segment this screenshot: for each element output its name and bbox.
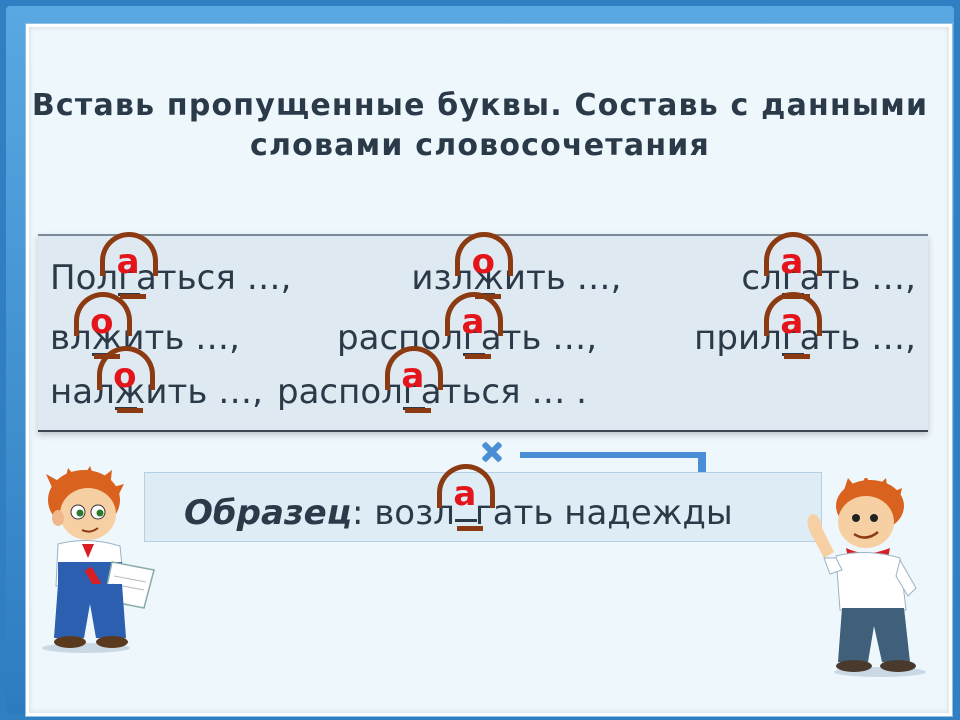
arc-mark <box>96 346 155 390</box>
inserted-vowel: о <box>113 356 137 396</box>
dash-mark <box>404 408 431 413</box>
inserted-vowel: о <box>90 302 114 342</box>
inserted-vowel: а <box>401 356 425 396</box>
arrow-shaft <box>698 452 706 476</box>
inserted-vowel: о <box>471 242 495 282</box>
slide-title: Вставь пропущенные буквы. Составь с данн… <box>31 88 929 163</box>
arc-mark <box>444 292 503 336</box>
inserted-vowel: а <box>453 474 477 514</box>
arc-mark <box>455 232 514 276</box>
inserted-vowel: а <box>780 242 804 282</box>
arc-mark <box>100 232 159 276</box>
boy-right-illustration <box>807 478 926 677</box>
arc-mark <box>436 464 495 508</box>
dash-mark <box>464 354 491 359</box>
arc-mark <box>763 292 822 336</box>
dash-mark <box>116 408 143 413</box>
inserted-vowel: а <box>780 302 804 342</box>
dash-mark <box>456 526 483 531</box>
boy-left-illustration <box>42 466 155 653</box>
cross-icon <box>480 440 504 464</box>
dash-mark <box>783 354 810 359</box>
dash-mark <box>120 294 147 299</box>
arrow-icon <box>520 452 706 458</box>
inserted-vowel: а <box>461 302 485 342</box>
sample-label: Образец <box>184 493 352 533</box>
arc-mark <box>73 292 132 336</box>
arc-mark <box>384 346 443 390</box>
inserted-vowel: а <box>116 242 140 282</box>
arc-mark <box>763 232 822 276</box>
